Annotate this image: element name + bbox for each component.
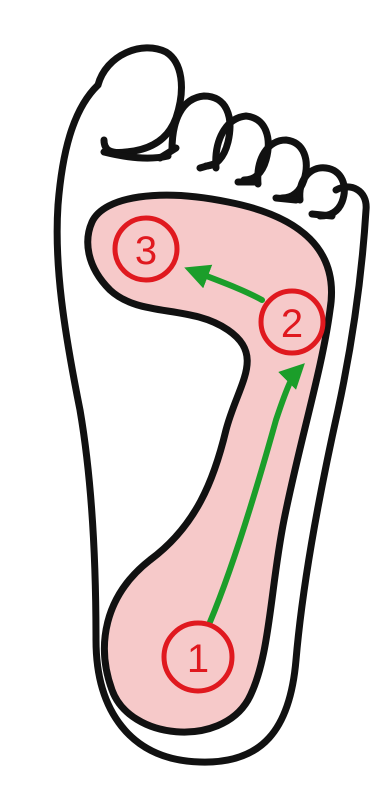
step-marker-1-label: 1	[187, 637, 209, 681]
big-toe-outline	[98, 48, 181, 153]
step-marker-2-label: 2	[281, 302, 303, 346]
step-marker-3-label: 3	[135, 229, 157, 273]
